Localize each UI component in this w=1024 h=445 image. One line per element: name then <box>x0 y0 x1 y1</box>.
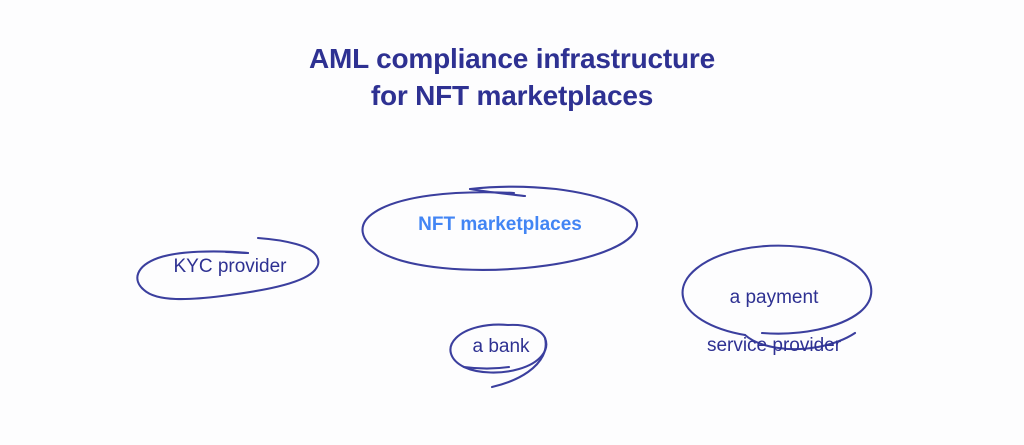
page-title: AML compliance infrastructure for NFT ma… <box>0 40 1024 114</box>
nft-marketplaces-bubble-overshoot <box>468 187 527 198</box>
payment-service-provider-bubble-overshoot <box>743 331 857 351</box>
kyc-provider-bubble-overshoot <box>224 250 250 255</box>
a-bank-bubble-tail <box>490 336 547 389</box>
page-title-line-2: for NFT marketplaces <box>370 80 654 111</box>
a-bank-bubble-overshoot <box>462 365 511 370</box>
nft-marketplaces-bubble <box>361 185 639 271</box>
page-title-line-1: AML compliance infrastructure <box>309 43 715 74</box>
a-bank-bubble <box>449 323 548 374</box>
payment-service-provider-bubble <box>681 244 873 337</box>
kyc-provider-bubble <box>136 236 320 301</box>
